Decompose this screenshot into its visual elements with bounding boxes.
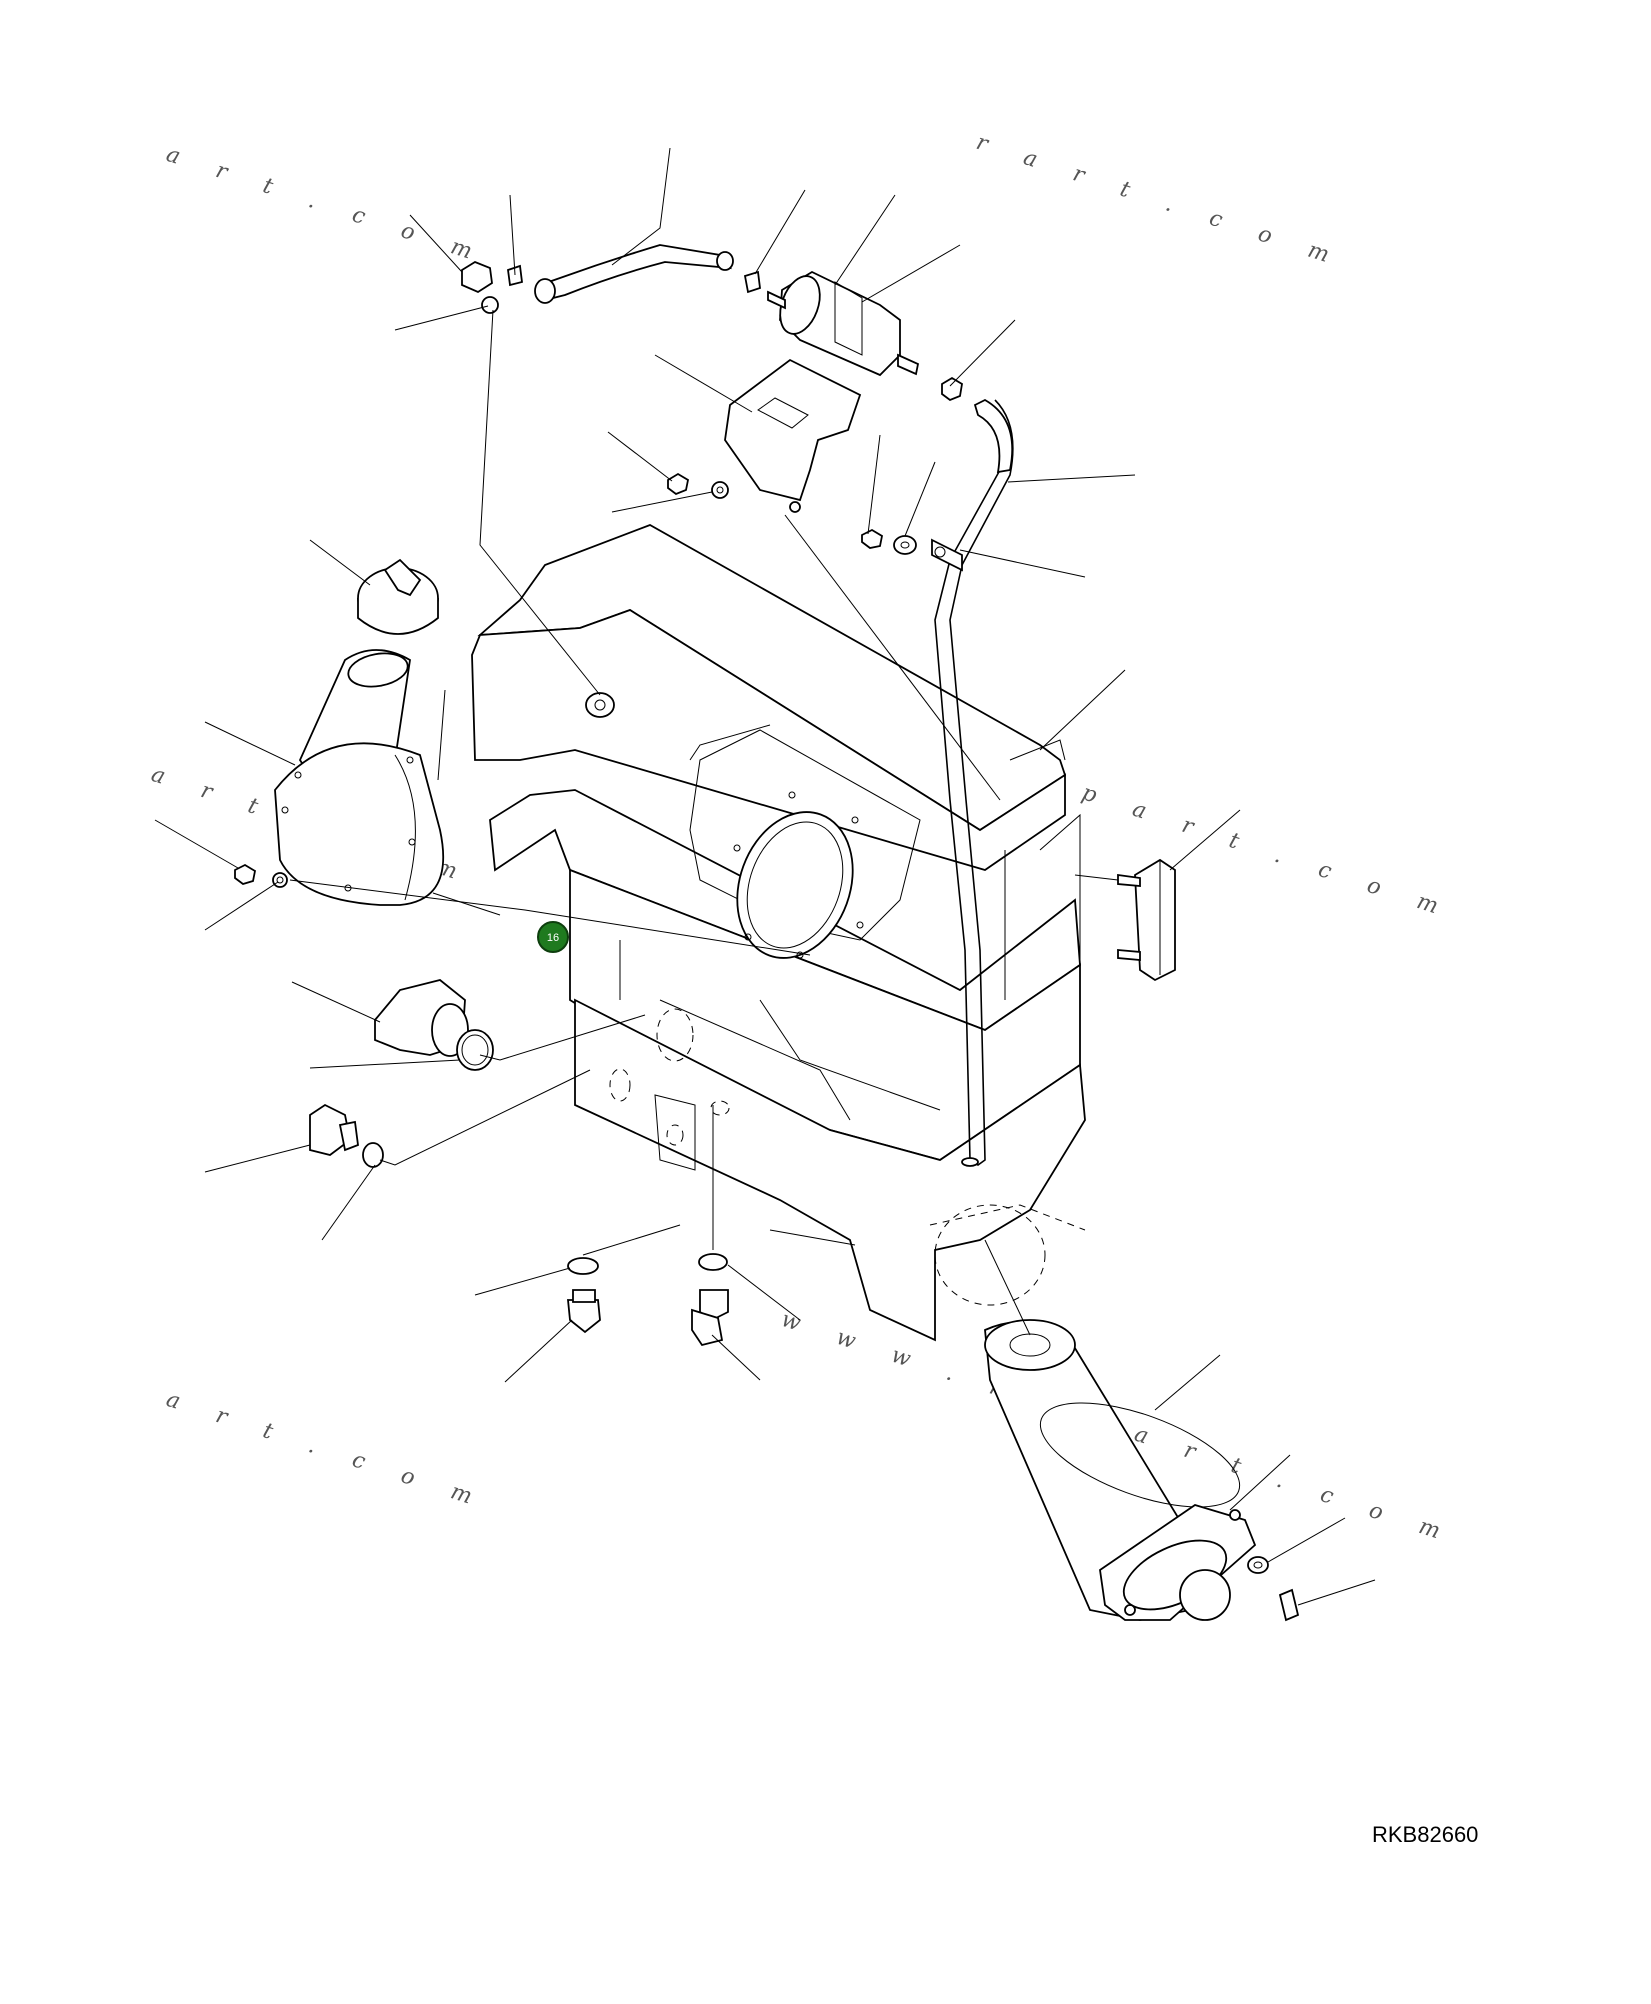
side-fittings [309, 979, 494, 1168]
drawing-code: RKB82660 [1372, 1822, 1479, 1847]
leader-lines [154, 147, 1376, 1606]
filler-cap-assembly [234, 558, 445, 906]
callout-marker[interactable] [537, 921, 569, 953]
mounting-bracket [667, 358, 917, 555]
fuel-filter-assembly [461, 244, 1014, 474]
fuel-tank [471, 524, 1086, 1342]
callout-16[interactable]: 16 [537, 921, 569, 953]
outlet-sleeve-assembly [984, 1319, 1300, 1622]
drain-plugs [567, 1253, 729, 1347]
watermark-1: a r t . c o m [163, 142, 490, 270]
watermark-2: r a r t . c o m [973, 130, 1347, 273]
watermark-5: a r t . c o m [163, 1387, 490, 1515]
assembly-lines [289, 309, 1119, 1336]
side-plate [1117, 858, 1176, 982]
callout-label: 16 [547, 932, 559, 944]
